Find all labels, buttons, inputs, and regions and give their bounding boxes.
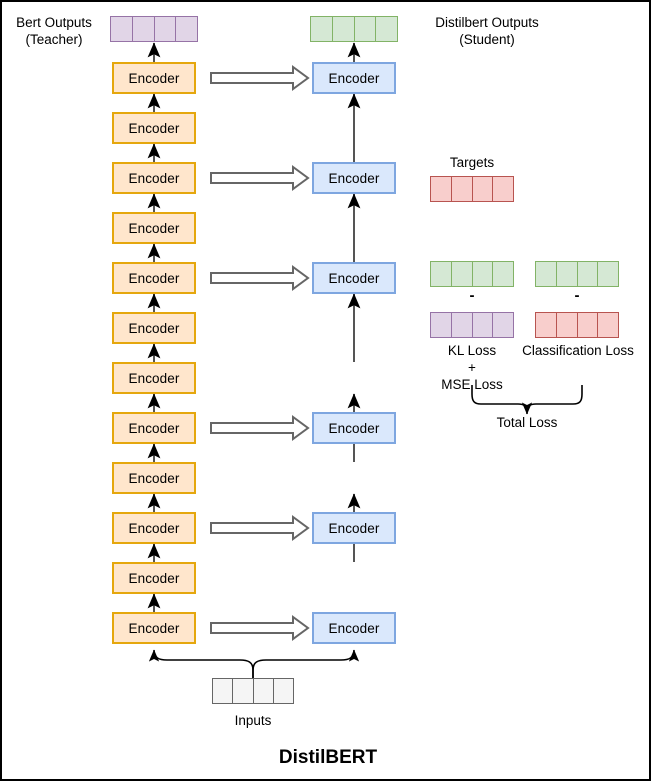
student-encoder-3[interactable]: Encoder	[312, 412, 396, 444]
vector-cell	[473, 313, 494, 337]
teacher-encoder-9[interactable]: Encoder	[112, 212, 196, 244]
vector-cell	[213, 679, 234, 703]
classification-loss-label: Classification Loss	[522, 343, 634, 358]
encoder-label: Encoder	[128, 420, 180, 436]
vector-cell	[133, 17, 155, 41]
vector-cell	[311, 17, 333, 41]
kl-loss-student-vector	[430, 261, 514, 287]
encoder-label: Encoder	[128, 620, 180, 636]
vector-cell	[176, 17, 197, 41]
vector-cell	[111, 17, 133, 41]
vector-cell	[557, 262, 578, 286]
vector-cell	[536, 262, 557, 286]
vector-cell	[493, 177, 513, 201]
vector-cell	[578, 262, 599, 286]
teacher-encoder-11[interactable]: Encoder	[112, 112, 196, 144]
encoder-label: Encoder	[128, 270, 180, 286]
teacher-encoder-8[interactable]: Encoder	[112, 262, 196, 294]
student-encoder-5[interactable]: Encoder	[312, 162, 396, 194]
teacher-encoder-4[interactable]: Encoder	[112, 462, 196, 494]
teacher-output-vector	[110, 16, 198, 42]
vector-cell	[254, 679, 274, 703]
teacher-encoder-7[interactable]: Encoder	[112, 312, 196, 344]
encoder-label: Encoder	[328, 170, 380, 186]
vector-cell	[473, 262, 494, 286]
encoder-label: Encoder	[128, 470, 180, 486]
vector-cell	[355, 17, 377, 41]
vector-cell	[598, 262, 618, 286]
encoder-label: Encoder	[328, 70, 380, 86]
teacher-encoder-6[interactable]: Encoder	[112, 362, 196, 394]
encoder-label: Encoder	[328, 520, 380, 536]
vector-cell	[452, 177, 473, 201]
encoder-label: Encoder	[328, 620, 380, 636]
kl-loss-label: KL Loss + MSE Loss	[441, 343, 503, 392]
vector-cell	[431, 262, 452, 286]
encoder-label: Encoder	[128, 320, 180, 336]
vector-cell	[493, 313, 513, 337]
classification-loss-minus-sign: -	[574, 287, 580, 304]
encoder-label: Encoder	[128, 70, 180, 86]
vector-cell	[274, 679, 293, 703]
student-encoder-2[interactable]: Encoder	[312, 512, 396, 544]
classification-loss-target-vector	[535, 312, 619, 338]
vector-cell	[233, 679, 254, 703]
teacher-encoder-3[interactable]: Encoder	[112, 512, 196, 544]
vector-cell	[536, 313, 557, 337]
student-encoder-6[interactable]: Encoder	[312, 62, 396, 94]
teacher-encoder-5[interactable]: Encoder	[112, 412, 196, 444]
student-outputs-label: Distilbert Outputs (Student)	[435, 15, 539, 47]
encoder-label: Encoder	[128, 170, 180, 186]
encoder-label: Encoder	[328, 270, 380, 286]
vector-cell	[155, 17, 177, 41]
teacher-encoder-1[interactable]: Encoder	[112, 612, 196, 644]
teacher-encoder-12[interactable]: Encoder	[112, 62, 196, 94]
vector-cell	[333, 17, 355, 41]
encoder-label: Encoder	[128, 570, 180, 586]
vector-cell	[431, 177, 452, 201]
vector-cell	[493, 262, 513, 286]
distillation-arrows	[210, 65, 310, 641]
vector-cell	[431, 313, 452, 337]
vector-cell	[376, 17, 397, 41]
encoder-label: Encoder	[128, 120, 180, 136]
vector-cell	[557, 313, 578, 337]
total-loss-label: Total Loss	[496, 415, 558, 430]
vector-cell	[452, 313, 473, 337]
encoder-label: Encoder	[128, 220, 180, 236]
vector-cell	[578, 313, 599, 337]
kl-loss-minus-sign: -	[469, 287, 475, 304]
inputs-label: Inputs	[234, 713, 272, 728]
teacher-encoder-2[interactable]: Encoder	[112, 562, 196, 594]
encoder-label: Encoder	[328, 420, 380, 436]
classification-loss-student-vector	[535, 261, 619, 287]
vector-cell	[473, 177, 494, 201]
targets-vector	[430, 176, 514, 202]
encoder-label: Encoder	[128, 520, 180, 536]
encoder-label: Encoder	[128, 370, 180, 386]
teacher-encoder-10[interactable]: Encoder	[112, 162, 196, 194]
vector-cell	[452, 262, 473, 286]
student-output-vector	[310, 16, 398, 42]
page-title: DistilBERT	[278, 747, 378, 768]
kl-loss-teacher-vector	[430, 312, 514, 338]
inputs-vector	[212, 678, 294, 704]
vector-cell	[598, 313, 618, 337]
targets-label: Targets	[449, 155, 495, 170]
student-encoder-4[interactable]: Encoder	[312, 262, 396, 294]
teacher-outputs-label: Bert Outputs (Teacher)	[16, 15, 92, 47]
student-encoder-1[interactable]: Encoder	[312, 612, 396, 644]
